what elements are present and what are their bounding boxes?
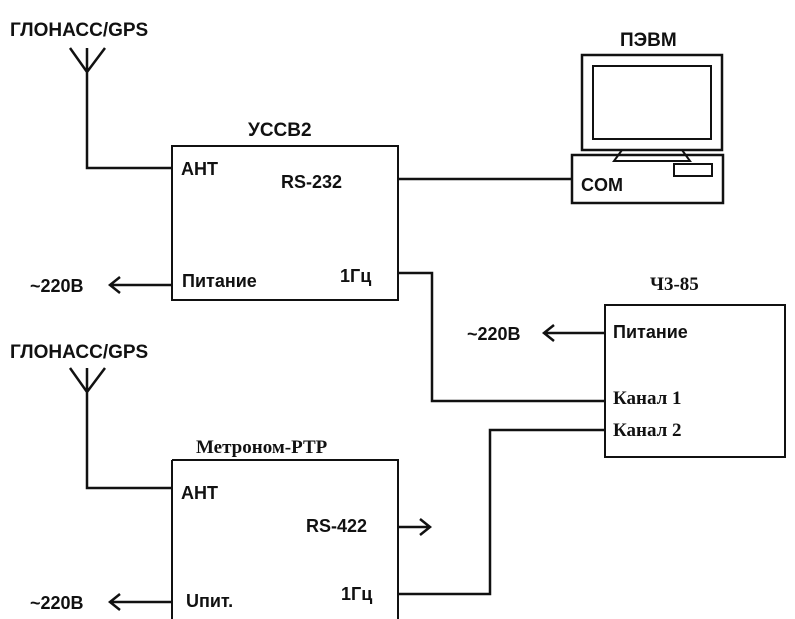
monitor-icon xyxy=(580,53,724,162)
system-unit-icon xyxy=(570,153,725,205)
ch385-mains-label: ~220В xyxy=(467,324,521,344)
ch385-ch1-label: Канал 1 xyxy=(613,388,682,409)
ch385-mains: ~220В xyxy=(467,324,605,344)
ussv2-pulse-to-ch1-line xyxy=(398,271,605,403)
computer: ПЭВМ COM xyxy=(570,30,725,205)
ch385-power-label: Питание xyxy=(613,322,688,342)
ussv2-mains: ~220В xyxy=(30,276,172,296)
antenna-top: ГЛОНАСС/GPS xyxy=(10,20,172,170)
computer-com-label: COM xyxy=(581,175,623,195)
ch385-ch2-label: Канал 2 xyxy=(613,420,682,441)
antenna-bottom: ГЛОНАСС/GPS xyxy=(10,342,172,490)
ussv2-box xyxy=(171,145,399,301)
metronom-pulse-to-ch2-line xyxy=(398,428,605,596)
metronom-title: Метроном-РТР xyxy=(196,437,328,458)
ch385-title: Ч3-85 xyxy=(650,274,699,295)
metronom-power-label: Uпит. xyxy=(186,591,233,611)
antenna-top-icon xyxy=(68,47,172,170)
metronom-box xyxy=(171,459,399,619)
antenna-bottom-icon xyxy=(68,367,172,490)
metronom-block: Метроном-РТР АНТ RS-422 Uпит. 1Гц xyxy=(171,437,399,619)
antenna-bottom-label: ГЛОНАСС/GPS xyxy=(10,342,148,363)
computer-title: ПЭВМ xyxy=(620,30,677,51)
metronom-mains: ~220В xyxy=(30,593,172,613)
ussv2-pulse-label: 1Гц xyxy=(340,266,371,286)
arrow-left-icon xyxy=(107,593,172,611)
ch385-box xyxy=(604,304,786,458)
ussv2-rs232-label: RS-232 xyxy=(281,172,342,192)
ussv2-ant-label: АНТ xyxy=(181,159,218,179)
ussv2-title: УССВ2 xyxy=(248,120,312,141)
metronom-rs422-label: RS-422 xyxy=(306,516,367,536)
ussv2-power-label: Питание xyxy=(182,271,257,291)
metronom-pulse-label: 1Гц xyxy=(341,584,372,604)
arrow-right-icon xyxy=(398,518,433,536)
metronom-ant-label: АНТ xyxy=(181,483,218,503)
ch385-block: Ч3-85 Питание Канал 1 Канал 2 xyxy=(604,274,786,458)
arrow-left-icon xyxy=(541,324,605,342)
ussv2-mains-label: ~220В xyxy=(30,276,84,296)
arrow-left-icon xyxy=(107,276,172,294)
antenna-top-label: ГЛОНАСС/GPS xyxy=(10,20,148,41)
ussv2-block: УССВ2 АНТ RS-232 Питание 1Гц xyxy=(171,120,399,301)
metronom-mains-label: ~220В xyxy=(30,593,84,613)
